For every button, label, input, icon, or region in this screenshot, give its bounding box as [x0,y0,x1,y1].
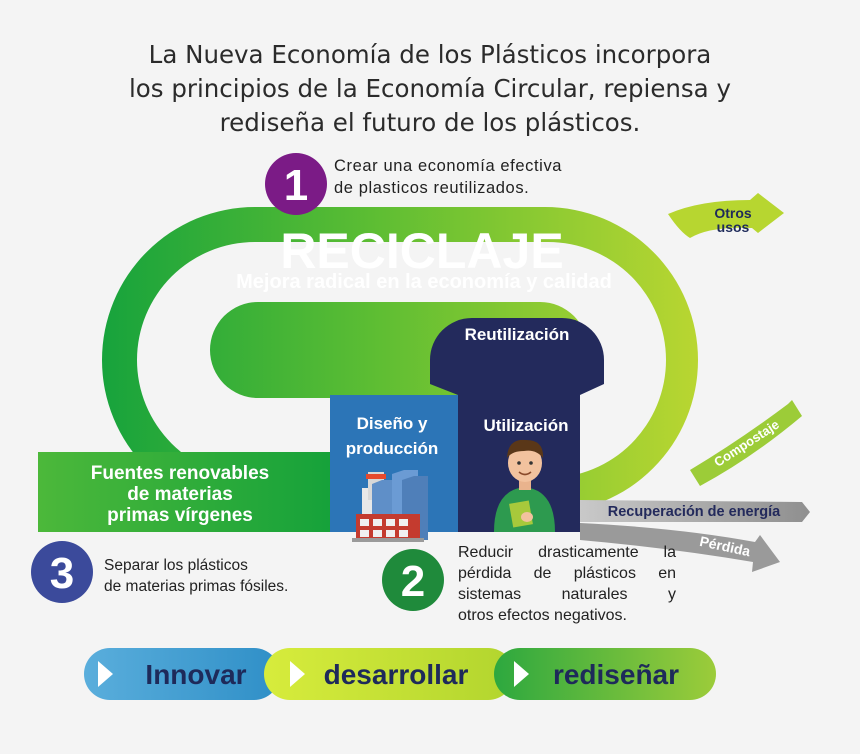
step-2-number: 2 [401,557,425,606]
otros-usos-line-2: usos [717,219,750,235]
step-3-number: 3 [50,549,74,598]
reutilizacion-block [430,318,604,532]
step-2-line-1: Reducir drasticamente la [458,544,676,561]
factory-icon [352,470,428,542]
utilizacion-label: Utilización [483,416,568,435]
step-2-line-2: pérdida de plásticos en [458,565,676,582]
step-3-circle [31,541,93,603]
recycling-loop [102,207,698,513]
step-1-number: 1 [284,161,308,210]
step-2-line-4: otros efectos negativos. [458,607,627,624]
compostaje-label: Compostaje [711,417,782,470]
person-icon [494,439,555,532]
recuperacion-label: Recuperación de energía [608,504,781,520]
step-1-line-2: de plasticos reutilizados. [334,179,530,197]
reciclaje-heading: RECICLAJE [280,223,563,279]
otros-usos-line-1: Otros [714,205,752,221]
pill-desarrollar [264,648,514,700]
fuentes-renovables-bar [38,452,330,532]
pill-redisenar-label: rediseñar [553,659,679,690]
reciclaje-subheading: Mejora radical en la economía y calidad [236,271,612,293]
step-1-text: Crear una economía efectiva de plasticos… [334,155,562,199]
perdida-arrow [580,523,780,572]
recuperacion-arrow [580,500,810,522]
fuentes-label-line-3: primas vírgenes [107,505,253,526]
step-2-line-3: sistemas naturales y [458,586,676,603]
step-3-line-2: de materias primas fósiles. [104,578,289,595]
fuentes-label-line-1: Fuentes renovables [91,463,269,484]
play-icon [514,661,529,687]
step-1-circle [265,153,327,215]
fuentes-label-line-2: de materias [127,484,233,505]
page-title: La Nueva Economía de los Plásticos incor… [70,38,790,140]
reutilizacion-label: Reutilización [465,325,570,344]
step-3-text: Separar los plásticos de materias primas… [104,555,288,597]
diseno-label-line-1: Diseño y [357,414,428,433]
play-icon [290,661,305,687]
step-3-line-1: Separar los plásticos [104,557,248,574]
pill-innovar [84,648,280,700]
diseno-label-line-2: producción [346,439,439,458]
pill-redisenar [494,648,716,700]
pill-innovar-label: Innovar [145,659,246,690]
pill-desarrollar-label: desarrollar [324,659,469,690]
step-2-text: Reducir drasticamente la pérdida de plás… [458,542,676,626]
step-1-line-1: Crear una economía efectiva [334,157,563,175]
otros-usos-arrow [668,193,784,238]
title-line-1: La Nueva Economía de los Plásticos incor… [148,40,712,69]
step-2-circle [382,549,444,611]
title-line-2: los principios de la Economía Circular, … [129,74,731,103]
title-line-3: rediseña el futuro de los plásticos. [219,108,641,137]
play-icon [98,661,113,687]
compostaje-arrow [690,400,802,486]
